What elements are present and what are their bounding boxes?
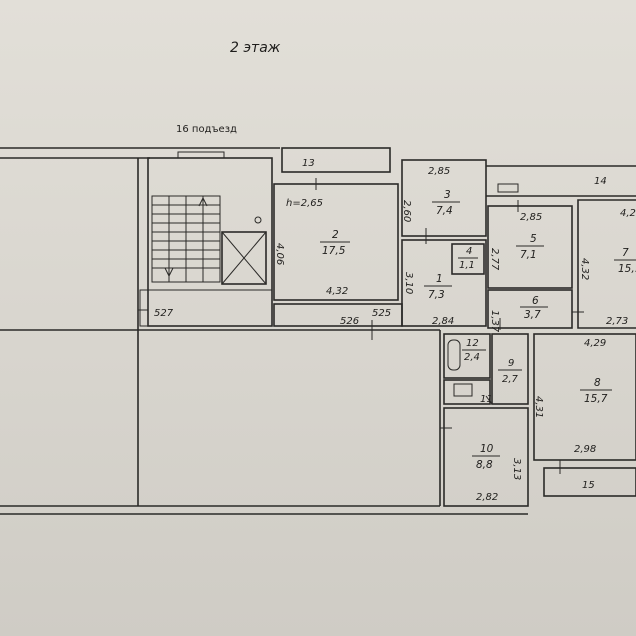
- dim-526: 526: [340, 316, 359, 327]
- room-1-area: 7,3: [428, 289, 445, 301]
- dim-1-37: 1,37: [489, 310, 500, 333]
- dim-4-06: 4,06: [274, 243, 285, 265]
- room-10-number: 10: [480, 443, 494, 455]
- room-10-area: 8,8: [476, 459, 493, 471]
- stair-flights: [151, 195, 221, 283]
- fixture-circle: [254, 216, 262, 224]
- room-1-number: 1: [436, 273, 443, 285]
- balcony-14-number: 14: [594, 176, 607, 187]
- door-markers: [315, 178, 584, 474]
- room-6-area: 3,7: [524, 309, 541, 321]
- dim-3-13: 3,13: [511, 458, 522, 480]
- dim-2-60: 2,60: [401, 200, 412, 222]
- room-4: 4 1,1: [451, 243, 485, 275]
- room-5-number: 5: [530, 233, 537, 245]
- dim-4-32-a: 4,32: [326, 286, 348, 297]
- dim-4-29: 4,29: [584, 338, 606, 349]
- ceiling-height: h=2,65: [286, 198, 323, 209]
- room-11-number: 11: [480, 394, 493, 405]
- balcony-14: 14: [486, 165, 636, 197]
- room-3-area: 7,4: [436, 205, 453, 217]
- room-4-area: 1,1: [459, 260, 475, 271]
- room-8: 4,29 8 15,7 4,31 2,98: [533, 333, 636, 461]
- room-12-area: 2,4: [464, 352, 480, 363]
- room-2-area: 17,5: [322, 245, 346, 257]
- dim-2-85-a: 2,85: [428, 166, 450, 177]
- dim-2-85-b: 2,85: [520, 212, 542, 223]
- room-6: 6 3,7 1,37: [487, 289, 573, 333]
- floor-title: 2 этаж: [230, 40, 281, 56]
- dim-2-73: 2,73: [606, 316, 628, 327]
- room-12-number: 12: [466, 338, 479, 349]
- room-3-number: 3: [444, 189, 451, 201]
- dim-527: 527: [154, 308, 174, 319]
- room-9-number: 9: [508, 358, 514, 369]
- entrance-label: 16 подъезд: [176, 124, 237, 135]
- room-2-number: 2: [332, 229, 339, 241]
- dim-4-32-b: 4,32: [579, 258, 590, 280]
- dim-2-82: 2,82: [476, 492, 498, 503]
- corridor-strip: 526 525: [273, 303, 403, 340]
- outer-walls: [0, 147, 528, 515]
- room-10: 10 8,8 3,13 2,82: [443, 407, 529, 507]
- elevator-shaft: [221, 231, 267, 285]
- room-9: 9 2,7: [491, 333, 529, 405]
- dim-2-84: 2,84: [432, 316, 454, 327]
- dim-2-98: 2,98: [574, 444, 596, 455]
- room-9-area: 2,7: [502, 374, 519, 385]
- room-1: 1 7,3 3,10 2,84: [401, 239, 487, 327]
- room-7-number: 7: [622, 247, 629, 259]
- dim-525: 525: [372, 308, 391, 319]
- room-6-number: 6: [532, 295, 539, 307]
- dim-4-2: 4,2: [620, 208, 636, 219]
- room-5-area: 7,1: [520, 249, 537, 261]
- room-7-area: 15,…: [618, 263, 636, 275]
- dim-2-77: 2,77: [489, 248, 500, 271]
- dim-4-31: 4,31: [533, 396, 544, 418]
- dim-3-10: 3,10: [403, 272, 414, 294]
- room-8-area: 15,7: [584, 393, 608, 405]
- room-7: 4,2 7 15,… 4,32 2,73: [577, 199, 636, 329]
- balcony-15-number: 15: [582, 480, 595, 491]
- room-3: 2,85 3 7,4 2,60: [401, 159, 487, 237]
- stairwell: 527: [138, 151, 273, 327]
- room-11: 11: [443, 379, 493, 405]
- room-5: 2,85 5 7,1 2,77: [487, 205, 573, 289]
- balcony-13: 13: [281, 147, 391, 173]
- room-2: h=2,65 2 17,5 4,06 4,32: [273, 183, 399, 301]
- room-4-number: 4: [466, 246, 472, 257]
- balcony-13-number: 13: [302, 158, 315, 169]
- balcony-15: 15: [543, 467, 636, 497]
- room-12: 12 2,4: [443, 333, 491, 379]
- room-8-number: 8: [594, 377, 601, 389]
